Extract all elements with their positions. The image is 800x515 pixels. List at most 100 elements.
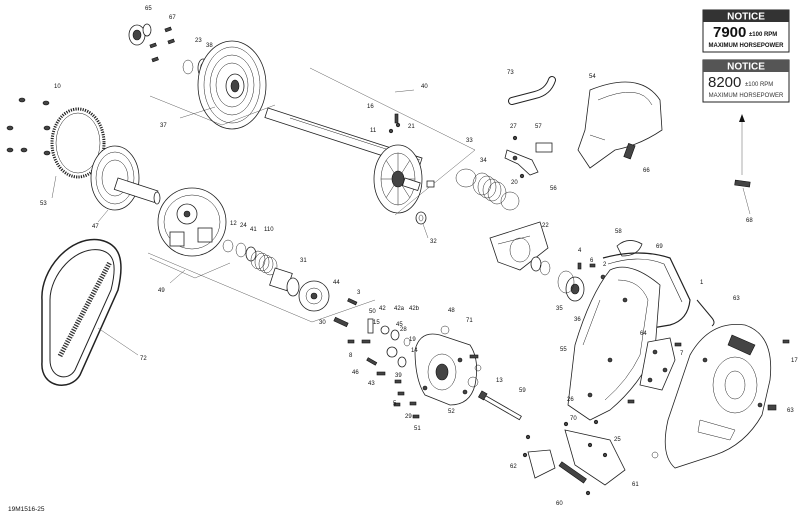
callout: 24 (240, 223, 247, 229)
clip-65b (767, 404, 777, 411)
callout: 35 (556, 306, 563, 312)
screw-11 (388, 128, 394, 134)
screw-39 (394, 379, 402, 384)
notice-tolerance: ±100 RPM (749, 32, 777, 38)
callout: 62 (510, 464, 517, 470)
callout: 64 (640, 331, 647, 337)
callout: 68 (746, 218, 753, 224)
notice-title: NOTICE (727, 62, 765, 73)
screw-21 (395, 122, 401, 128)
callout: 63 (787, 408, 794, 414)
ring-gear-53 (50, 107, 106, 179)
callout: 56 (550, 186, 557, 192)
callout: 3 (357, 290, 361, 296)
washer-34b (500, 191, 520, 211)
governor-cup-44 (298, 280, 330, 312)
screws-7 (627, 342, 682, 404)
callout: 43 (368, 381, 375, 387)
decal-pointer (734, 114, 751, 215)
callout: 25 (614, 437, 621, 443)
callout: 73 (507, 70, 514, 76)
callout: 60 (556, 501, 563, 507)
pin-43 (376, 371, 386, 376)
callout: 40 (421, 84, 428, 90)
support-69 (602, 252, 691, 331)
sliding-sheave-47 (90, 145, 161, 211)
callout: 44 (333, 280, 340, 286)
callout: 31 (300, 258, 307, 264)
washer-34a (455, 168, 477, 188)
callout: 15 (373, 320, 380, 326)
callout: 49 (158, 288, 165, 294)
seal-48 (440, 325, 450, 335)
callout: 5 (393, 401, 397, 407)
callout: 33 (466, 138, 473, 144)
screw-5 (397, 391, 405, 396)
screw-51 (412, 414, 420, 419)
notice-subtitle: MAXIMUM HORSEPOWER (709, 43, 785, 49)
screws-20-27 (522, 419, 599, 496)
notice-decal-8200: NOTICE 8200 ±100 RPM MAXIMUM HORSEPOWER (702, 59, 790, 103)
callout: 27 (510, 124, 517, 130)
callout: 4 (578, 248, 582, 254)
callout: 51 (414, 426, 421, 432)
spring-110 (250, 250, 278, 276)
diagram-reference-code: 19M1516-25 (8, 506, 45, 513)
bracket-57 (535, 142, 553, 153)
callout: 47 (92, 224, 99, 230)
spring-cup-31 (269, 267, 300, 297)
callout: 61 (632, 482, 639, 488)
callout: 67 (169, 15, 176, 21)
screw-15 (361, 339, 371, 344)
callout: 41 (250, 227, 257, 233)
gear-14 (397, 356, 407, 368)
bolt-3 (347, 298, 358, 306)
callout: 38 (206, 43, 213, 49)
rear-guard-55 (567, 266, 661, 421)
clip-58 (616, 240, 643, 257)
screws-27-20 (512, 135, 525, 179)
screw-29 (409, 401, 417, 406)
bolt-59 (477, 390, 522, 421)
callout: 70 (570, 416, 577, 422)
latch-66 (623, 143, 636, 160)
callout: 11 (370, 128, 377, 134)
callout: 2 (603, 262, 607, 268)
bolt-30 (333, 316, 349, 328)
notice-subtitle: MAXIMUM HORSEPOWER (709, 93, 784, 99)
callout: 32 (430, 239, 437, 245)
callout: 63 (733, 296, 740, 302)
callout: 22 (542, 223, 549, 229)
callout: 58 (615, 229, 622, 235)
spider-assembly-49 (157, 187, 227, 257)
pin-50 (367, 318, 374, 334)
callout: 52 (448, 409, 455, 415)
washer-48b (474, 364, 482, 372)
callout: 26 (567, 397, 574, 403)
callout: 14 (411, 348, 418, 354)
bracket-62 (527, 449, 556, 479)
washer-24 (235, 242, 247, 258)
screws-67 (149, 26, 175, 63)
callout: 42a (394, 306, 405, 312)
callout: 1 (700, 280, 704, 286)
fixed-sheave-37 (197, 40, 267, 130)
callout: 20 (511, 180, 518, 186)
callout-labels: 65 67 23 38 10 37 53 47 49 72 40 16 21 1… (40, 6, 798, 507)
callout: 7 (680, 351, 684, 357)
callout: 42b (409, 306, 420, 312)
callout: 54 (589, 74, 596, 80)
belt-guard-54 (577, 81, 663, 169)
bracket-61 (564, 429, 626, 486)
bolt-16 (394, 113, 399, 124)
housing-52 (414, 333, 478, 406)
callout: 50 (369, 309, 376, 315)
hose-73 (508, 76, 556, 105)
lever-56 (504, 149, 539, 176)
spacer-39 (426, 180, 435, 188)
drive-belt-72 (41, 238, 122, 386)
callout: 17 (791, 358, 798, 364)
callout: 6 (590, 258, 594, 264)
washer-12 (222, 239, 234, 253)
